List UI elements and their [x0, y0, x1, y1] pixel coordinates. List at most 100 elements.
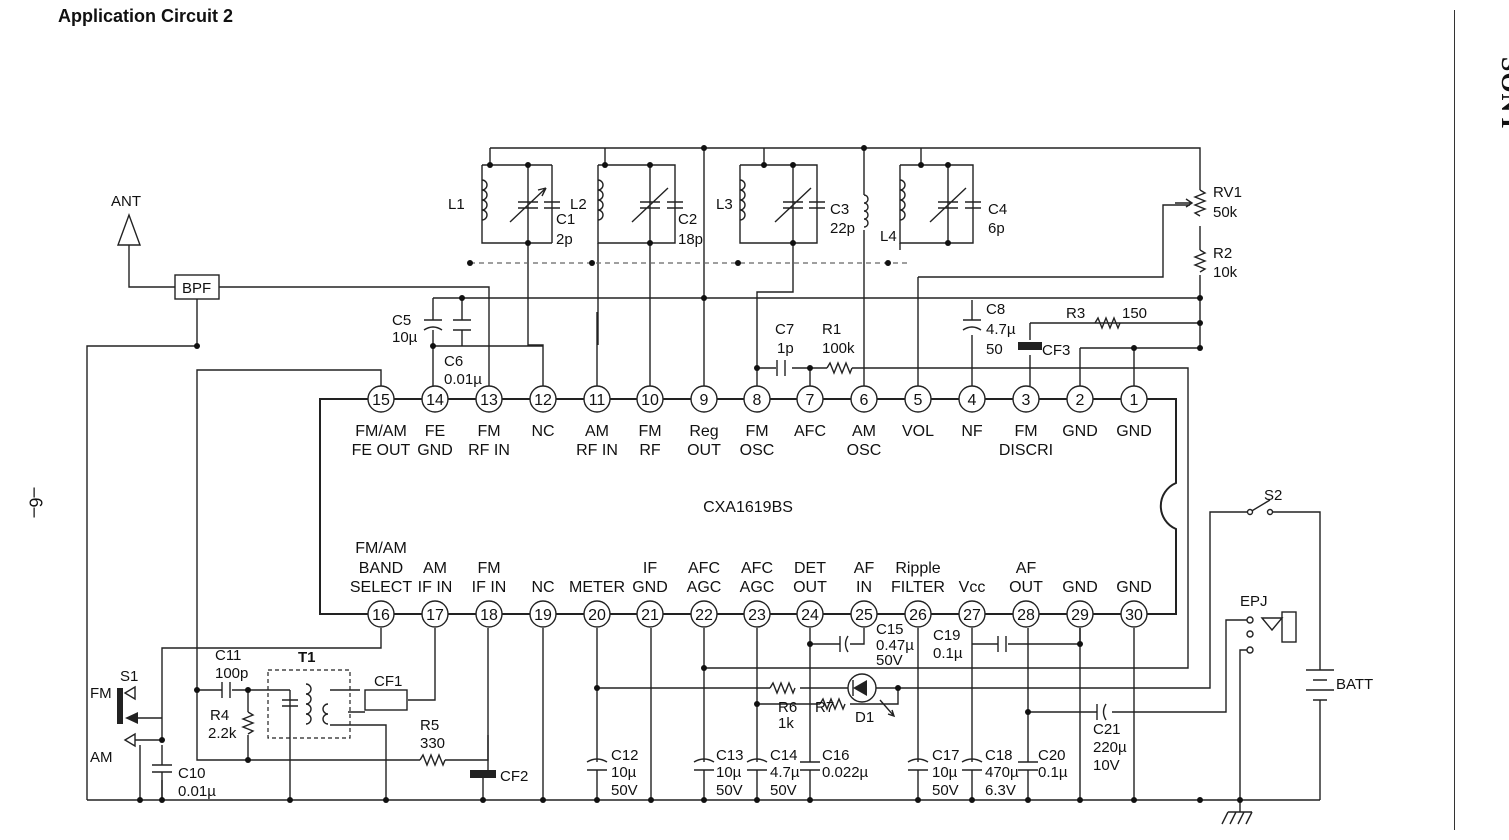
pin-16 [367, 600, 395, 628]
pin-label-top-16: FM/AM [355, 540, 407, 557]
pin-17 [421, 600, 449, 628]
pin-number-21: 21 [641, 607, 659, 624]
cap-C10 [152, 764, 172, 773]
label-bpf: BPF [182, 280, 211, 297]
label-C2: C2 [678, 211, 697, 228]
pin-sublabel-18: IF IN [472, 579, 507, 596]
label-S1: S1 [120, 668, 138, 685]
label-C18-value1: 470µ [985, 764, 1019, 781]
pin-number-19: 19 [534, 607, 552, 624]
pin-number-14: 14 [426, 392, 444, 409]
label-C12-value1: 10µ [611, 764, 637, 781]
pin-number-27: 27 [963, 607, 981, 624]
pin-number-5: 5 [914, 392, 923, 409]
pin-label-9: Reg [689, 423, 718, 440]
label-C1: C1 [556, 211, 575, 228]
pin-label-21: IF [643, 560, 657, 577]
pin-label-3: FM [1014, 423, 1037, 440]
pin-sublabel-23: AGC [740, 579, 775, 596]
label-C16-value: 0.022µ [822, 764, 869, 781]
pin-sublabel-19: NC [531, 579, 554, 596]
resistor-R4 [241, 711, 255, 735]
label-C8-value2: 50 [986, 341, 1003, 358]
earphone-jack-EPJ [1246, 611, 1297, 654]
pin-sublabel-3: DISCRI [999, 442, 1053, 459]
label-RV1-value: 50k [1213, 204, 1238, 221]
pin-label-7: AFC [794, 423, 826, 440]
pin-sublabel-20: METER [569, 579, 625, 596]
pin-number-25: 25 [855, 607, 873, 624]
resistor-R5 [419, 753, 446, 767]
pin-sublabel-22: AGC [687, 579, 722, 596]
label-C7-value: 1p [777, 340, 794, 357]
filter-CF3 [1018, 342, 1042, 350]
label-C1-value: 2p [556, 231, 573, 248]
label-L2: L2 [570, 196, 587, 213]
pin-number-1: 1 [1130, 392, 1139, 409]
resistor-RV1 [1193, 189, 1207, 217]
pin-28 [1012, 600, 1040, 628]
label-R1-value: 100k [822, 340, 855, 357]
cap-C7 [776, 360, 786, 376]
pin-sublabel-21: GND [632, 579, 668, 596]
pin-label-24: DET [794, 560, 826, 577]
led-D1 [847, 673, 896, 718]
pin-23 [743, 600, 771, 628]
transformer-T1 [267, 669, 351, 739]
pin-number-20: 20 [588, 607, 606, 624]
pin-label-10: FM [638, 423, 661, 440]
pin-number-4: 4 [968, 392, 977, 409]
pin-sublabel-28: OUT [1009, 579, 1043, 596]
pin-label-28: AF [1016, 560, 1037, 577]
pin-27 [958, 600, 986, 628]
pin-number-16: 16 [372, 607, 390, 624]
pin-sublabel-10: RF [639, 442, 661, 459]
pin-number-23: 23 [748, 607, 766, 624]
label-C11: C11 [215, 647, 241, 664]
pin-label-8: FM [745, 423, 768, 440]
label-CF2: CF2 [500, 768, 528, 785]
pin-label-25: AF [854, 560, 875, 577]
filter-CF2 [470, 770, 496, 778]
label-R4: R4 [210, 707, 229, 724]
cap-C1 [544, 201, 560, 209]
label-CF1: CF1 [374, 673, 402, 690]
label-T1: T1 [298, 649, 316, 666]
pin-sublabel-27: Vcc [959, 579, 986, 596]
wiring [86, 147, 1321, 825]
switch-S2 [1249, 499, 1271, 513]
label-R4-value: 2.2k [208, 725, 237, 742]
coil-L3 [739, 179, 746, 221]
label-S1-am: AM [90, 749, 113, 766]
cap-C11 [221, 682, 231, 698]
bpf-block [174, 274, 220, 300]
label-C17-value1: 10µ [932, 764, 958, 781]
label-C14: C14 [770, 747, 798, 764]
brand-divider [1454, 10, 1455, 830]
pin-number-8: 8 [753, 392, 762, 409]
cap-C4 [965, 201, 981, 209]
varcap-2 [631, 187, 669, 223]
label-C15-value2: 50V [876, 652, 903, 669]
pin-label-6: AM [852, 423, 876, 440]
label-R3-value: 150 [1122, 305, 1147, 322]
cap-C21 [1096, 703, 1107, 721]
varcap-3 [774, 187, 812, 223]
pin-label-2: GND [1062, 423, 1098, 440]
pin-label-22: AFC [688, 560, 720, 577]
pin-label-11: AM [585, 423, 609, 440]
pin-number-3: 3 [1022, 392, 1031, 409]
pin-sublabel-8: OSC [740, 442, 775, 459]
pin-sublabel-26: FILTER [891, 579, 945, 596]
label-C12: C12 [611, 747, 639, 764]
pin-number-18: 18 [480, 607, 498, 624]
pin-sublabel-17: IF IN [418, 579, 453, 596]
resistor-R2 [1193, 249, 1207, 273]
pin-sublabel-14: GND [417, 442, 453, 459]
ic-name: CXA1619BS [703, 499, 793, 516]
pin-sublabel-24: OUT [793, 579, 827, 596]
label-C10: C10 [178, 765, 206, 782]
label-C19-value: 0.1µ [933, 645, 963, 662]
label-C20-value: 0.1µ [1038, 764, 1068, 781]
